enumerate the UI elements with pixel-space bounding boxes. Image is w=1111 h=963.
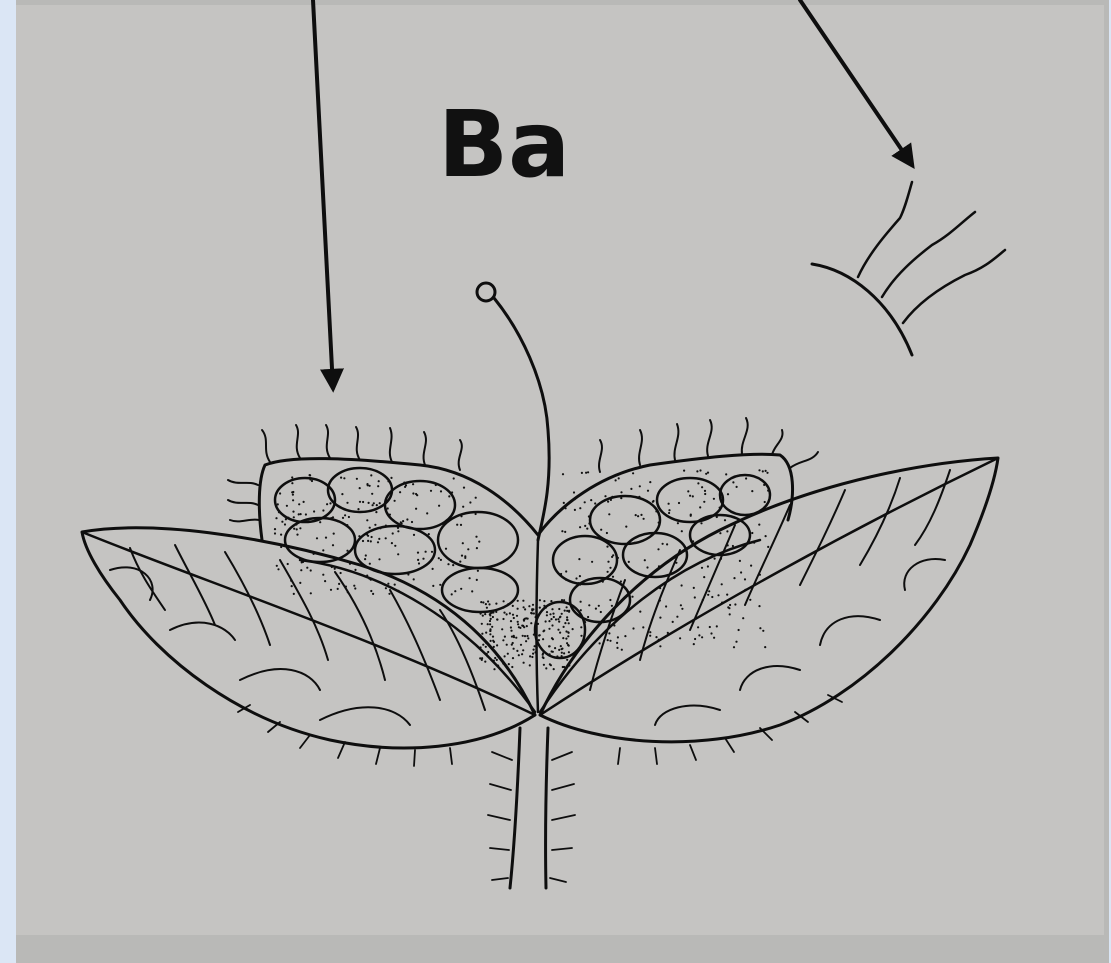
fruit-capsule <box>228 418 818 670</box>
panel-label: Ba <box>438 91 570 198</box>
sepal-bristles <box>238 695 842 766</box>
pedicel-stem <box>488 728 575 888</box>
style-pistil <box>477 283 549 540</box>
hair-detail-inset <box>812 182 1005 355</box>
arrow-to-leaf-margin-icon <box>313 0 333 388</box>
arrow-to-hair-detail-icon <box>800 0 912 165</box>
